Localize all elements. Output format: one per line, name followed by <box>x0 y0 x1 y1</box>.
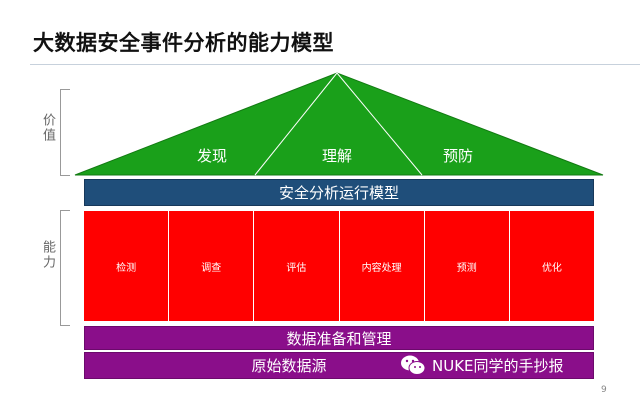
capability-bracket <box>60 210 70 326</box>
data-source-bar: 原始数据源 <box>84 352 594 379</box>
roof-item-discover: 发现 <box>196 147 228 165</box>
capability-content-processing: 内容处理 <box>338 211 424 321</box>
page-title: 大数据安全事件分析的能力模型 <box>33 31 334 55</box>
capability-optimize: 优化 <box>508 211 594 321</box>
roof-item-understand: 理解 <box>321 147 353 165</box>
capability-side-label: 能力 <box>40 240 55 270</box>
watermark: NUKE同学的手抄报 <box>400 354 564 376</box>
capability-investigate: 调查 <box>168 211 253 321</box>
watermark-text: NUKE同学的手抄报 <box>432 356 564 375</box>
roof-divider-right <box>336 72 423 176</box>
data-prep-label: 数据准备和管理 <box>286 329 392 348</box>
data-source-label: 原始数据源 <box>251 357 327 375</box>
analysis-model-bar: 安全分析运行模型 <box>84 179 594 206</box>
roof-triangle <box>74 72 604 176</box>
capability-row: 检测 调查 评估 内容处理 预测 优化 <box>84 211 594 321</box>
title-divider <box>30 64 640 65</box>
roof-item-prevent: 预防 <box>442 147 474 165</box>
data-prep-bar: 数据准备和管理 <box>84 326 594 350</box>
roof-divider-left <box>254 72 338 176</box>
capability-detect: 检测 <box>116 262 137 274</box>
value-bracket <box>60 89 70 176</box>
value-side-label: 价值 <box>40 113 55 143</box>
analysis-model-label: 安全分析运行模型 <box>278 184 399 202</box>
wechat-icon <box>401 355 426 375</box>
page-number: 9 <box>601 385 607 395</box>
capability-assess: 评估 <box>253 211 338 321</box>
capability-predict: 预测 <box>423 211 509 321</box>
